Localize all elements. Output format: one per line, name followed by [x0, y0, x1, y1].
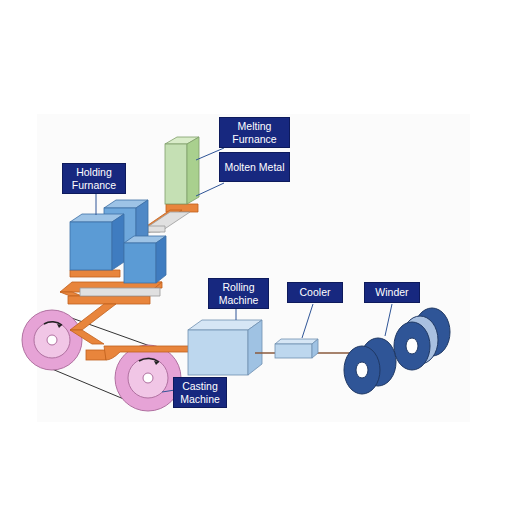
label-box: Cooler — [287, 282, 343, 303]
casting-machine-drawing — [22, 310, 181, 411]
label-box: Casting Machine — [173, 377, 227, 408]
label-text: Rolling Machine — [213, 281, 264, 306]
label-box: Melting Furnance — [219, 117, 290, 148]
label-box: Winder — [364, 282, 420, 303]
label-text: Winder — [375, 286, 408, 299]
label-text: Casting Machine — [178, 380, 222, 405]
panel — [37, 114, 470, 422]
winder-drawing — [344, 308, 450, 394]
label-box: Rolling Machine — [208, 278, 269, 309]
label-text: Molten Metal — [224, 161, 284, 174]
leader-line — [96, 148, 392, 392]
cooler-drawing — [275, 339, 318, 358]
rolling-machine-drawing — [188, 320, 262, 375]
label-text: Cooler — [300, 286, 331, 299]
melting-furnace-drawing — [165, 137, 199, 204]
label-text: Melting Furnance — [224, 120, 285, 145]
label-box: Holding Furnance — [62, 163, 126, 194]
label-text: Holding Furnance — [67, 166, 121, 191]
label-box: Molten Metal — [219, 152, 290, 182]
holding-furnace-drawing — [70, 200, 166, 283]
molten-metal-trough — [60, 204, 198, 360]
